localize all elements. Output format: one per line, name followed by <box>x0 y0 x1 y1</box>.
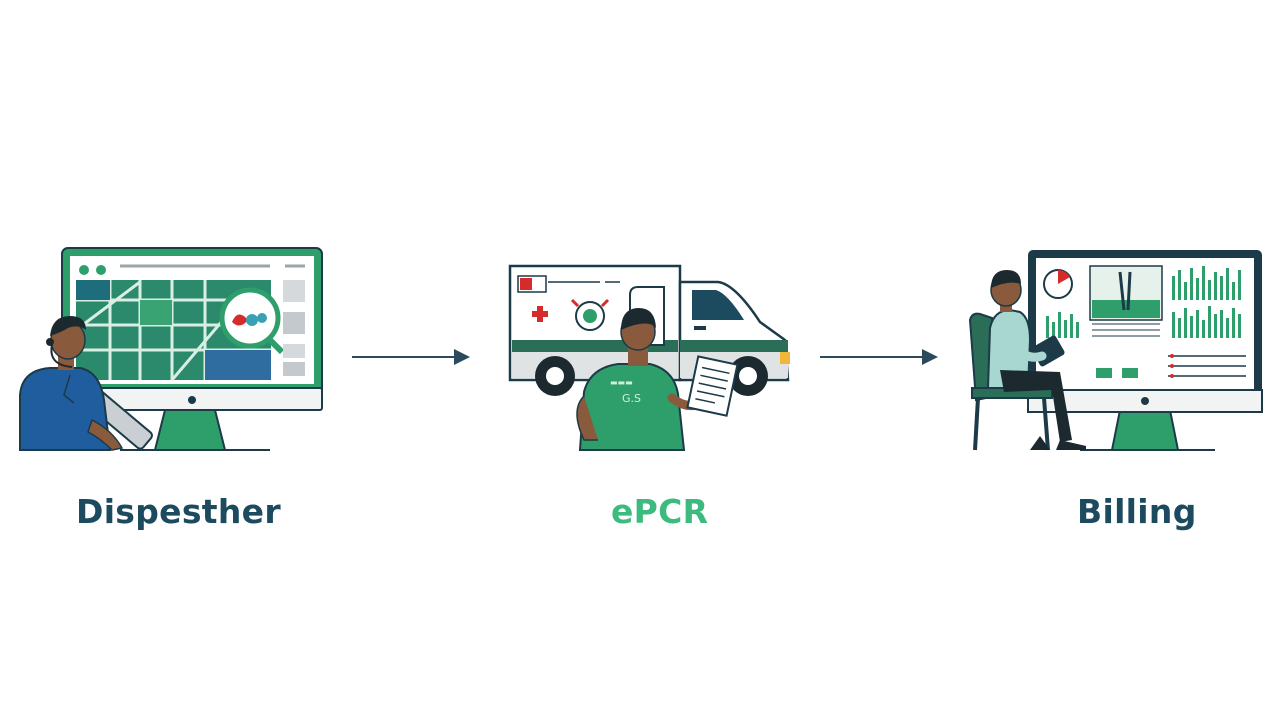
step-label-epcr: ePCR <box>611 492 709 531</box>
bar-pattern <box>1046 266 1241 338</box>
billing-analyst-icon <box>968 250 1263 451</box>
step-label-dispatcher: Dispesther <box>76 492 281 531</box>
arrow-right-icon <box>820 349 938 365</box>
shirt-text: G.S <box>622 392 641 405</box>
step-label-billing: Billing <box>1077 492 1197 531</box>
ambulance-icon: ▬▬▬ G.S <box>508 264 790 451</box>
dispatcher-monitor-icon <box>19 247 323 451</box>
shirt-logo-text: ▬▬▬ <box>610 378 633 387</box>
arrow-right-icon <box>352 349 470 365</box>
